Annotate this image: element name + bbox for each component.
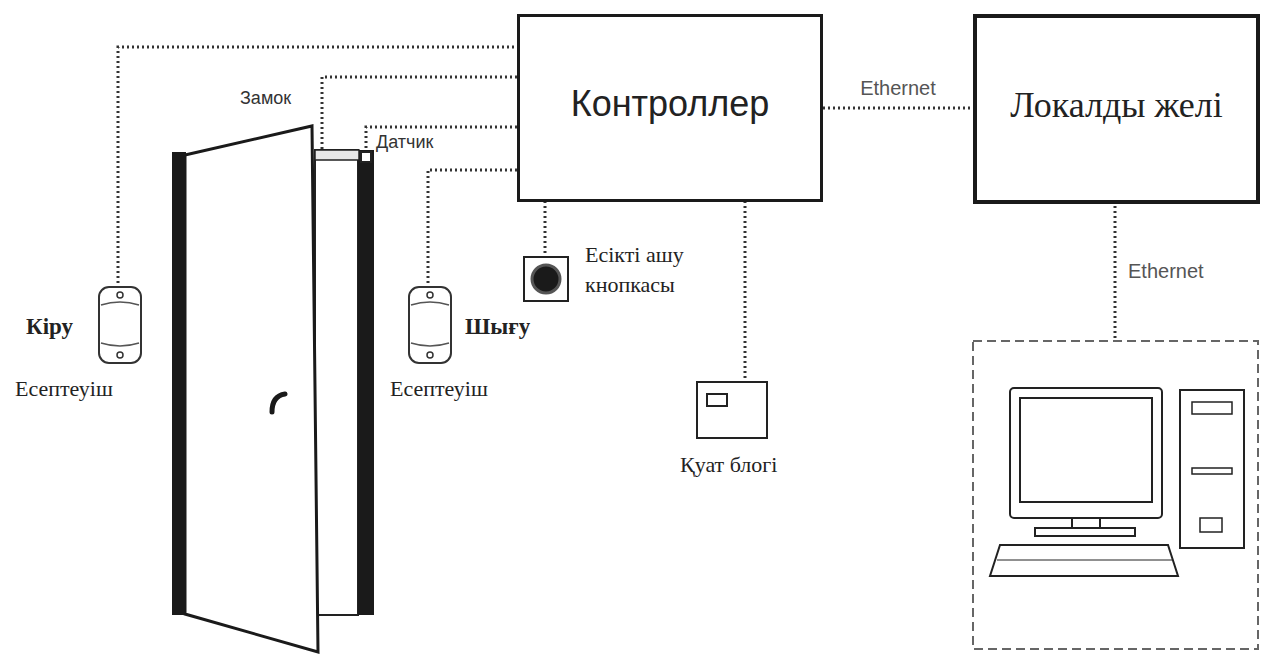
entry-reader: КіруЕсептеуіш: [10, 283, 150, 403]
node-label: Қуат блогі: [680, 452, 777, 478]
door-leaf: [185, 126, 318, 652]
monitor-screen: [1020, 398, 1152, 502]
reader-screw: [117, 292, 123, 298]
reader-direction: Шығу: [465, 314, 530, 340]
node-label: Есептеуіш: [15, 376, 113, 402]
power-switch: [1200, 518, 1222, 532]
door-handle: [272, 394, 285, 412]
power-indicator: [707, 394, 727, 406]
power-body: [697, 382, 767, 438]
controller-box: Контроллер: [517, 14, 823, 202]
node-label: Локалды желі: [1010, 84, 1223, 126]
door-frame: [358, 150, 374, 615]
reader-screw: [427, 292, 433, 298]
dotted-connector: [823, 107, 973, 110]
button-knob: [532, 265, 560, 293]
reader-body: [99, 287, 141, 363]
drive-bay: [1192, 402, 1232, 414]
button-icon: [522, 255, 570, 303]
edge-label: Ethernet: [858, 77, 938, 100]
reader-detail: [411, 343, 449, 346]
drive-bay: [1192, 468, 1232, 474]
power-supply: Қуат блогі: [670, 378, 800, 478]
pc-tower: [1180, 390, 1244, 548]
button-plate: [524, 257, 568, 301]
monitor-base: [1035, 528, 1135, 536]
reader-icon: [97, 285, 143, 365]
dotted-connector: [744, 202, 747, 378]
dotted-connector: [428, 170, 517, 283]
reader-icon: [407, 285, 453, 365]
sensor: [361, 152, 371, 162]
computer-frame: [973, 341, 1258, 649]
dotted-connector: [118, 47, 517, 283]
door-frame: [315, 150, 358, 615]
keyboard: [990, 545, 1178, 576]
lock: [315, 150, 359, 160]
monitor: [1010, 388, 1162, 518]
dotted-connector: [544, 202, 547, 253]
node-label: Контроллер: [571, 83, 770, 125]
network-box: Локалды желі: [973, 14, 1260, 204]
node-label: Есептеуіш: [390, 376, 488, 402]
reader-screw: [427, 352, 433, 358]
power-icon: [695, 380, 769, 440]
exit-button: Есікті ашу кнопкасы: [520, 253, 760, 313]
reader-detail: [101, 343, 139, 346]
reader-direction: Кіру: [26, 314, 73, 340]
reader-screw: [117, 352, 123, 358]
lock-label: Замок: [240, 88, 291, 109]
ethernet-label: Ethernet: [1128, 260, 1204, 283]
keyboard-row: [997, 560, 1172, 561]
reader-detail: [101, 302, 139, 305]
reader-body: [409, 287, 451, 363]
sensor-label: Датчик: [376, 132, 433, 153]
ethernet-wire: [1114, 206, 1117, 340]
node-label: Есікті ашу кнопкасы: [585, 240, 725, 300]
monitor-stand: [1072, 518, 1100, 528]
reader-detail: [411, 302, 449, 305]
